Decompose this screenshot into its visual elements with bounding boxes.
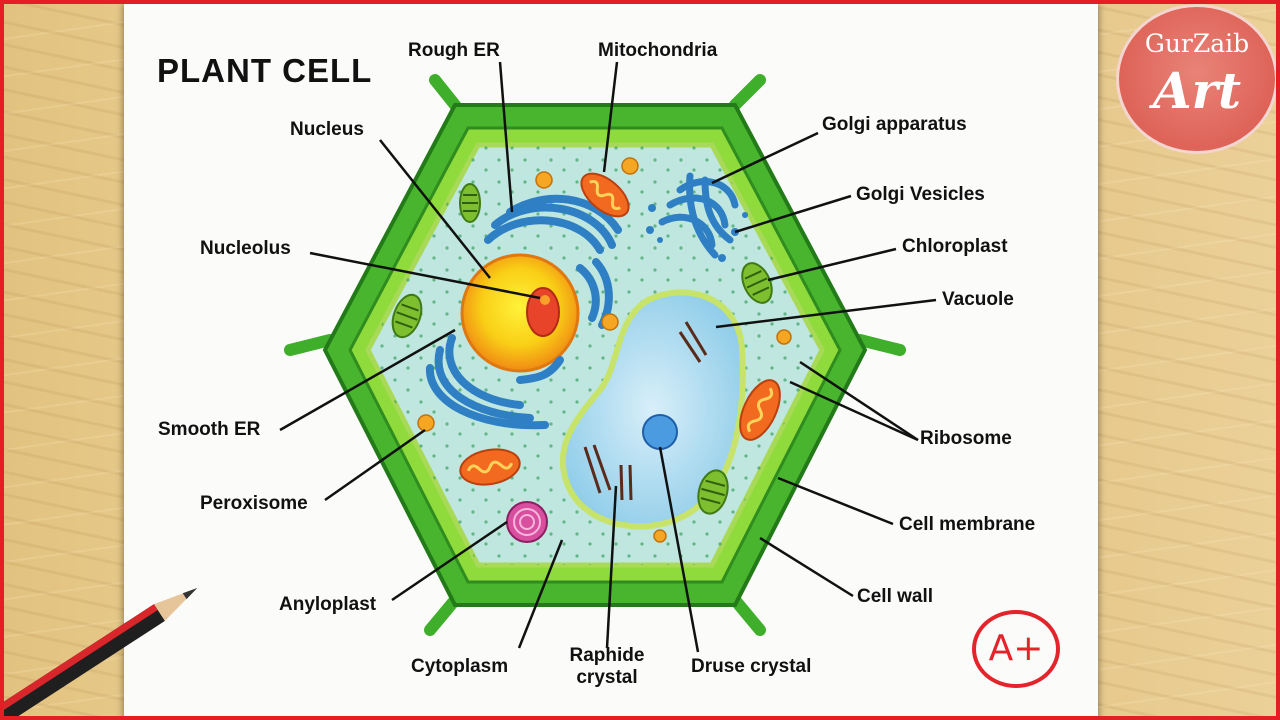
golgi-apparatus-shape <box>658 172 739 259</box>
label-smooth-er: Smooth ER <box>158 419 261 440</box>
brand-logo: GurZaib Art <box>1116 4 1278 154</box>
label-anyloplast: Anyloplast <box>279 594 377 615</box>
label-cytoplasm: Cytoplasm <box>411 656 509 677</box>
label-raphide-line-2: crystal <box>576 667 638 688</box>
druse-crystal-shape <box>642 414 678 450</box>
logo-text-line-2: Art <box>1152 61 1242 120</box>
label-nucleolus: Nucleolus <box>200 238 291 259</box>
label-golgi-apparatus: Golgi apparatus <box>822 114 967 135</box>
peroxisome-shapes <box>417 157 792 543</box>
label-peroxisome: Peroxisome <box>200 493 308 514</box>
smooth-er-shape <box>426 334 564 430</box>
label-ribosome: Ribosome <box>920 428 1012 449</box>
label-raphide-crystal: Raphide crystal <box>560 645 654 689</box>
cell-wall-extensions <box>284 74 906 636</box>
logo-text-line-1: GurZaib <box>1144 29 1250 58</box>
page-title: PLANT CELL <box>157 52 373 89</box>
label-vacuole: Vacuole <box>942 289 1014 310</box>
label-raphide-line-1: Raphide <box>569 645 645 666</box>
grade-stamp: A+ <box>972 610 1060 688</box>
label-chloroplast: Chloroplast <box>902 236 1008 257</box>
label-nucleus: Nucleus <box>290 119 364 140</box>
label-druse-crystal: Druse crystal <box>691 656 812 677</box>
pencil-icon <box>0 588 198 720</box>
nucleus-shape <box>460 253 580 373</box>
anyloplast-shape <box>506 501 548 543</box>
leader-lines <box>279 61 937 653</box>
rough-er-shape <box>484 194 622 329</box>
nucleolus-core <box>540 295 550 305</box>
chloroplast-shapes <box>391 183 773 515</box>
mitochondria-shapes <box>459 172 781 486</box>
label-rough-er: Rough ER <box>408 40 500 61</box>
raphide-crystal-shape <box>583 321 708 501</box>
label-mitochondria: Mitochondria <box>598 40 718 61</box>
label-cell-membrane: Cell membrane <box>899 514 1036 535</box>
label-cell-wall: Cell wall <box>857 586 934 607</box>
label-golgi-vesicles: Golgi Vesicles <box>856 184 985 205</box>
nucleolus-shape <box>526 287 560 337</box>
vacuole-shape <box>559 289 746 530</box>
